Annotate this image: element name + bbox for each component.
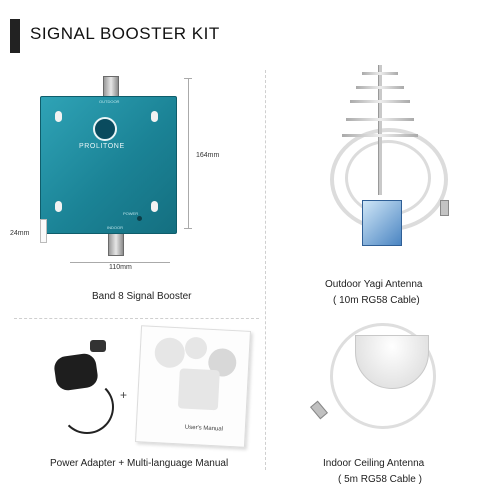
mounting-clamp [362, 200, 402, 246]
depth-dimension: 24mm [10, 230, 30, 237]
booster-side-view [40, 219, 47, 243]
brand-logo-icon [93, 117, 117, 141]
width-dimension-line [70, 262, 170, 263]
page-title: SIGNAL BOOSTER KIT [30, 24, 220, 43]
yagi-element [362, 72, 398, 75]
n-connector [440, 200, 449, 216]
horizontal-divider [14, 318, 259, 319]
adapter-cord [60, 380, 114, 434]
booster-caption: Band 8 Signal Booster [92, 291, 192, 302]
n-connector [310, 400, 328, 420]
indoor-antenna-cable: ( 5m RG58 Cable ) [338, 474, 422, 485]
accessories-caption: Power Adapter + Multi-language Manual [50, 458, 229, 469]
mount-hole [151, 201, 158, 212]
plus-sign: + [120, 388, 128, 402]
indoor-connector [108, 232, 124, 256]
yagi-element [356, 86, 404, 89]
user-manual: User's Manual [135, 325, 251, 448]
yagi-element [346, 118, 414, 121]
vertical-divider [265, 70, 266, 470]
brand-logo-text: PROLITONE [79, 143, 125, 150]
manual-photo [177, 368, 220, 411]
outdoor-antenna-cable: ( 10m RG58 Cable) [333, 295, 420, 306]
outdoor-antenna-caption: Outdoor Yagi Antenna [325, 279, 423, 290]
indoor-antenna-caption: Indoor Ceiling Antenna [323, 458, 425, 469]
title-accent-bar [10, 19, 20, 53]
signal-booster-unit: PROLITONE OUTDOOR INDOOR POWER [40, 96, 177, 234]
manual-photo [184, 336, 208, 360]
mount-hole [151, 111, 158, 122]
mount-hole [55, 201, 62, 212]
power-jack-icon [137, 216, 142, 221]
manual-title: User's Manual [184, 424, 224, 433]
ceiling-antenna-cable-coil [330, 323, 436, 429]
dimension-tick [184, 78, 192, 79]
manual-photo [153, 336, 186, 369]
yagi-boom [378, 65, 382, 195]
yagi-element [350, 100, 410, 103]
power-port-label: POWER [123, 211, 139, 216]
height-dimension: 164mm [196, 152, 220, 159]
indoor-port-label: INDOOR [107, 225, 123, 230]
width-dimension: 110mm [109, 264, 132, 271]
height-dimension-line [188, 78, 189, 228]
adapter-plug [90, 340, 106, 352]
mount-hole [55, 111, 62, 122]
dimension-tick [184, 228, 192, 229]
yagi-element [342, 134, 418, 137]
outdoor-port-label: OUTDOOR [99, 99, 120, 104]
